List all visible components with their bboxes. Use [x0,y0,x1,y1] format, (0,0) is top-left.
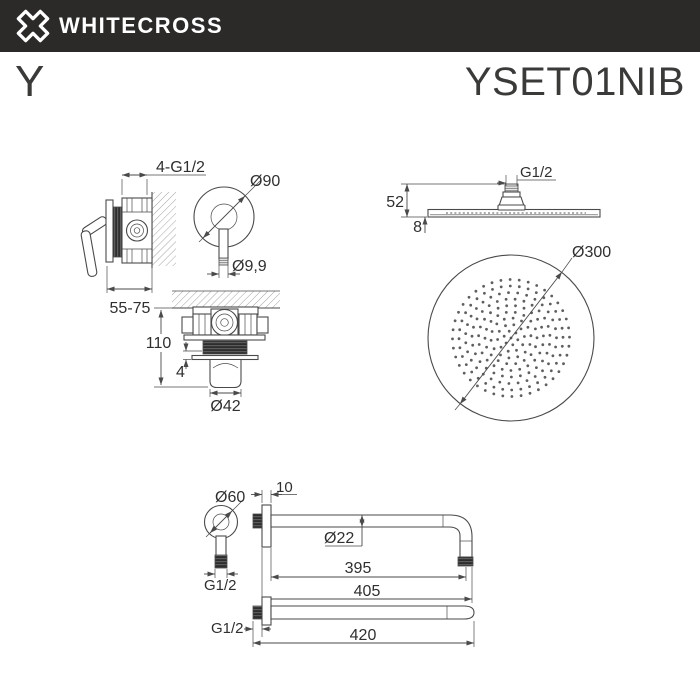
dim-label-base-diameter: Ø42 [210,398,240,415]
mixer-handle-grip [80,230,98,277]
dim-label-length-overall: 405 [354,583,381,600]
dim-label-straight-thread: G1/2 [211,620,244,637]
brand-name: WHITECROSS [59,13,224,38]
dim-body-height: 110 [146,307,208,388]
dim-label-connector-height: 52 [386,194,404,211]
dim-plate-thickness: 10 [251,479,297,503]
head-side-view: G1/2 52 8 [386,164,601,236]
dim-label-disc-diameter: Ø300 [572,244,611,261]
dim-disc-diameter: Ø300 [454,244,611,411]
dim-label-handle-stem: Ø9,9 [232,258,267,275]
dim-label-mixer-depth: 55-75 [110,300,151,317]
arm-straight-view: G1/2 420 [211,596,475,647]
dim-tube-diameter: Ø22 [324,515,365,547]
arm-side-view: 10 Ø22 395 405 [251,479,474,603]
dim-base-diameter: Ø42 [209,389,242,415]
head-connector [497,183,526,211]
dim-mixer-threads: 4-G1/2 [121,159,206,195]
dim-head-thread: G1/2 [497,164,556,186]
arm-stem-front [215,535,227,558]
mixer-front-view: Ø90 Ø9,9 [193,173,280,278]
dim-disc-thickness: 8 [413,217,428,236]
arm-tube-bent [270,514,473,558]
dim-label-plate-thickness: 10 [276,479,293,496]
ceiling-hatch [172,291,280,308]
x-cross-icon [16,9,50,43]
mixer-side-view: 4-G1/2 55-75 [80,159,206,317]
mixer-body-bottom [181,306,269,389]
dim-plate-gap: 4 [176,342,202,381]
mixer-bottom-view: 110 4 Ø42 [146,290,280,415]
dim-label-tube-diameter: Ø22 [324,530,354,547]
dim-label-disc-thickness: 8 [413,219,422,236]
dim-mixer-depth: 55-75 [106,266,153,317]
dim-straight-length: 420 [253,621,475,647]
arm-tube-straight [270,605,475,620]
dim-flange-diameter: Ø60 [205,489,245,538]
mixer-valve-body [121,197,153,264]
dim-escutcheon-diameter: Ø90 [198,173,280,243]
dim-handle-stem: Ø9,9 [207,258,267,278]
arm-front-view: Ø60 G1/2 [203,489,245,594]
dim-label-length-to-axis: 395 [345,560,372,577]
head-top-view: Ø300 [427,244,611,422]
dim-label-plate-gap: 4 [176,364,185,381]
dim-flange-thread: G1/2 [204,569,238,594]
series-title: Y [15,57,45,106]
dim-length-overall: 405 [261,548,473,603]
dim-length-to-axis: 395 [270,548,467,581]
title-row: Y YSET01NIB [0,52,700,112]
brand-header: WHITECROSS [0,0,700,52]
mixer-knurled-ring [112,206,123,258]
dim-label-flange-diameter: Ø60 [215,489,245,506]
wall-hatch [152,192,176,266]
mixer-escutcheon-side [105,199,114,263]
dim-label-straight-length: 420 [350,627,377,644]
dim-label-mixer-threads: 4-G1/2 [156,159,205,176]
dim-label-body-height: 110 [146,335,172,352]
arm-wall-plate-straight [261,596,272,626]
dim-label-escutcheon-diameter: Ø90 [250,173,280,190]
mixer-handle-front [218,228,229,260]
arm-wall-plate [261,504,272,548]
model-number: YSET01NIB [464,59,685,104]
dim-label-flange-thread: G1/2 [204,577,237,594]
dim-label-head-thread: G1/2 [520,164,553,181]
